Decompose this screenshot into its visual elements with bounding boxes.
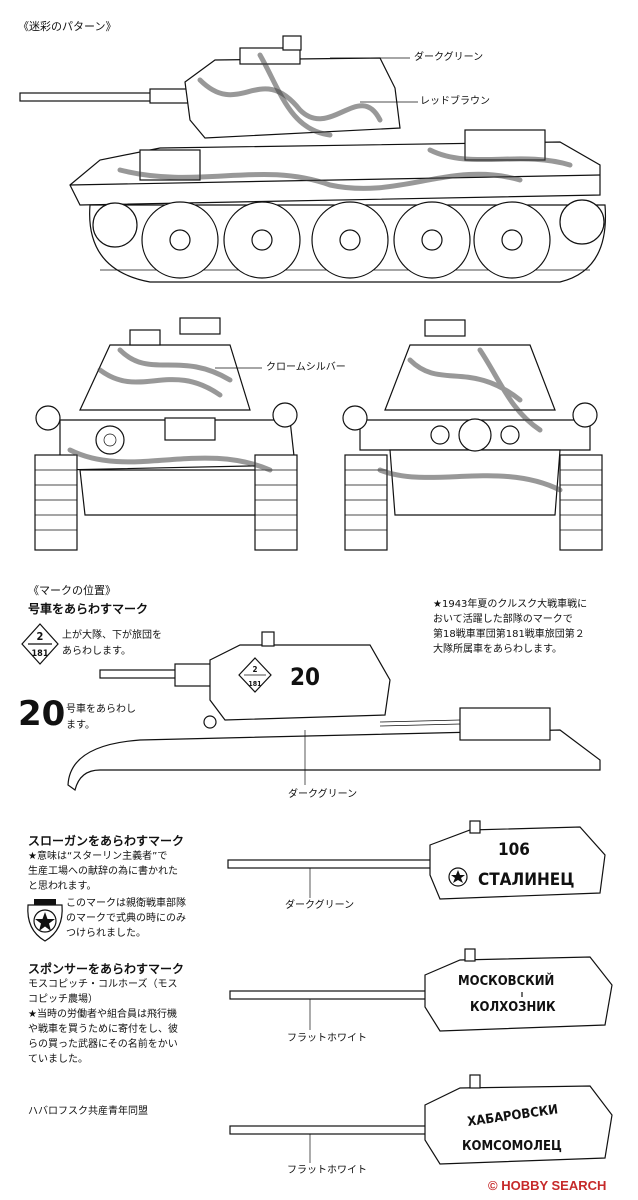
vehicle-number-sample: 20 [18, 694, 66, 734]
turret-komsomolets-illustration: ХАБАРОВСКИ КОМСОМОЛЕЦ [229, 1074, 613, 1165]
diamond-note-line: 上が大隊、下が旅団を [62, 630, 162, 641]
turret-kolkhoznik-illustration: МОСКОВСКИЙ КОЛХОЗНИК [229, 948, 613, 1032]
camo-section-title: 《迷彩のパターン》 [18, 20, 117, 33]
sponsor-line: らの買った武器にその名前をかい [28, 1039, 178, 1050]
number-note-line: 号車をあらわし [66, 704, 136, 715]
diamond-note-line: あらわします。 [62, 646, 131, 657]
turret-moskovskiy-text: МОСКОВСКИЙ [458, 973, 554, 989]
turret-number-106: 106 [498, 840, 530, 860]
tank-front-rear-illustration [34, 317, 603, 551]
slogan-description: ★意味は“スターリン主義者”で 生産工場への献辞の為に書かれた と思われます。 [28, 849, 178, 894]
flat-white-label-2: フラットホワイト [287, 1165, 367, 1176]
kursk-note-line: ★1943年夏のクルスク大戦車戦に [433, 599, 588, 610]
dark-green-label-2: ダークグリーン [288, 789, 358, 800]
sponsor-line: や戦車を買うために寄付をし、彼 [28, 1024, 178, 1035]
turret-komsomolets-text: КОМСОМОЛЕЦ [462, 1139, 562, 1154]
guards-emblem-icon [27, 899, 63, 942]
hobby-search-watermark: © HOBBY SEARCH [488, 1178, 607, 1193]
tank-side-view-illustration [19, 35, 607, 283]
diamond-bottom-number: 181 [32, 649, 49, 659]
tank-side-number-illustration: 2 181 20 [67, 631, 601, 792]
kursk-note-line: 大隊所属車をあらわします。 [433, 644, 562, 655]
diamond-top-number: 2 [37, 630, 44, 643]
red-brown-label: レッドブラウン [420, 96, 490, 107]
vehicle-number-heading: 号車をあらわすマーク [28, 602, 149, 616]
battalion-brigade-diamond-emblem: 2 181 [21, 623, 59, 665]
emblem-line: のマークで式典の時にのみ [66, 913, 186, 924]
turret-diamond-bottom: 181 [248, 680, 261, 688]
sponsor-description: モスコピッチ・コルホーズ（モス コピッチ農場） ★当時の労働者や組合員は飛行機 … [28, 977, 178, 1067]
slogan-line: ★意味は“スターリン主義者”で [28, 851, 168, 862]
guards-emblem-description: このマークは親衛戦車部隊 のマークで式典の時にのみ つけられました。 [66, 896, 186, 941]
slogan-line: と思われます。 [28, 881, 97, 892]
turret-diamond-top: 2 [252, 665, 257, 674]
flat-white-label: フラットホワイト [287, 1033, 367, 1044]
markings-section-title: 《マークの位置》 [28, 584, 116, 597]
dark-green-label-3: ダークグリーン [285, 900, 355, 911]
emblem-line: つけられました。 [66, 928, 146, 939]
turret-stalinets-illustration: 106 СТАЛИНЕЦ [227, 820, 606, 900]
number-note-line: ます。 [66, 720, 95, 731]
kursk-note-line: 第18戦車軍団第181戦車旅団第２ [433, 629, 585, 640]
turret-kolkhoznik-text: КОЛХОЗНИК [470, 1000, 556, 1015]
slogan-line: 生産工場への献辞の為に書かれた [28, 866, 178, 877]
dark-green-label: ダークグリーン [414, 52, 484, 63]
khabarovsk-caption: ハバロフスク共産青年同盟 [28, 1106, 148, 1117]
emblem-line: このマークは親衛戦車部隊 [66, 898, 186, 909]
kursk-note-line: おいて活躍した部隊のマークで [433, 614, 573, 625]
turret-stalinets-text: СТАЛИНЕЦ [478, 870, 574, 890]
sponsor-line: モスコピッチ・コルホーズ（モス [28, 979, 178, 990]
turret-number-20: 20 [290, 663, 320, 691]
sponsor-line: ★当時の労働者や組合員は飛行機 [28, 1009, 177, 1020]
sponsor-heading: スポンサーをあらわすマーク [28, 962, 185, 976]
kursk-note: ★1943年夏のクルスク大戦車戦に おいて活躍した部隊のマークで 第18戦車軍団… [433, 597, 587, 657]
chrome-silver-label: クロームシルバー [266, 362, 346, 373]
sponsor-line: ていました。 [28, 1054, 88, 1065]
sponsor-line: コピッチ農場） [28, 994, 98, 1005]
slogan-heading: スローガンをあらわすマーク [28, 834, 185, 848]
